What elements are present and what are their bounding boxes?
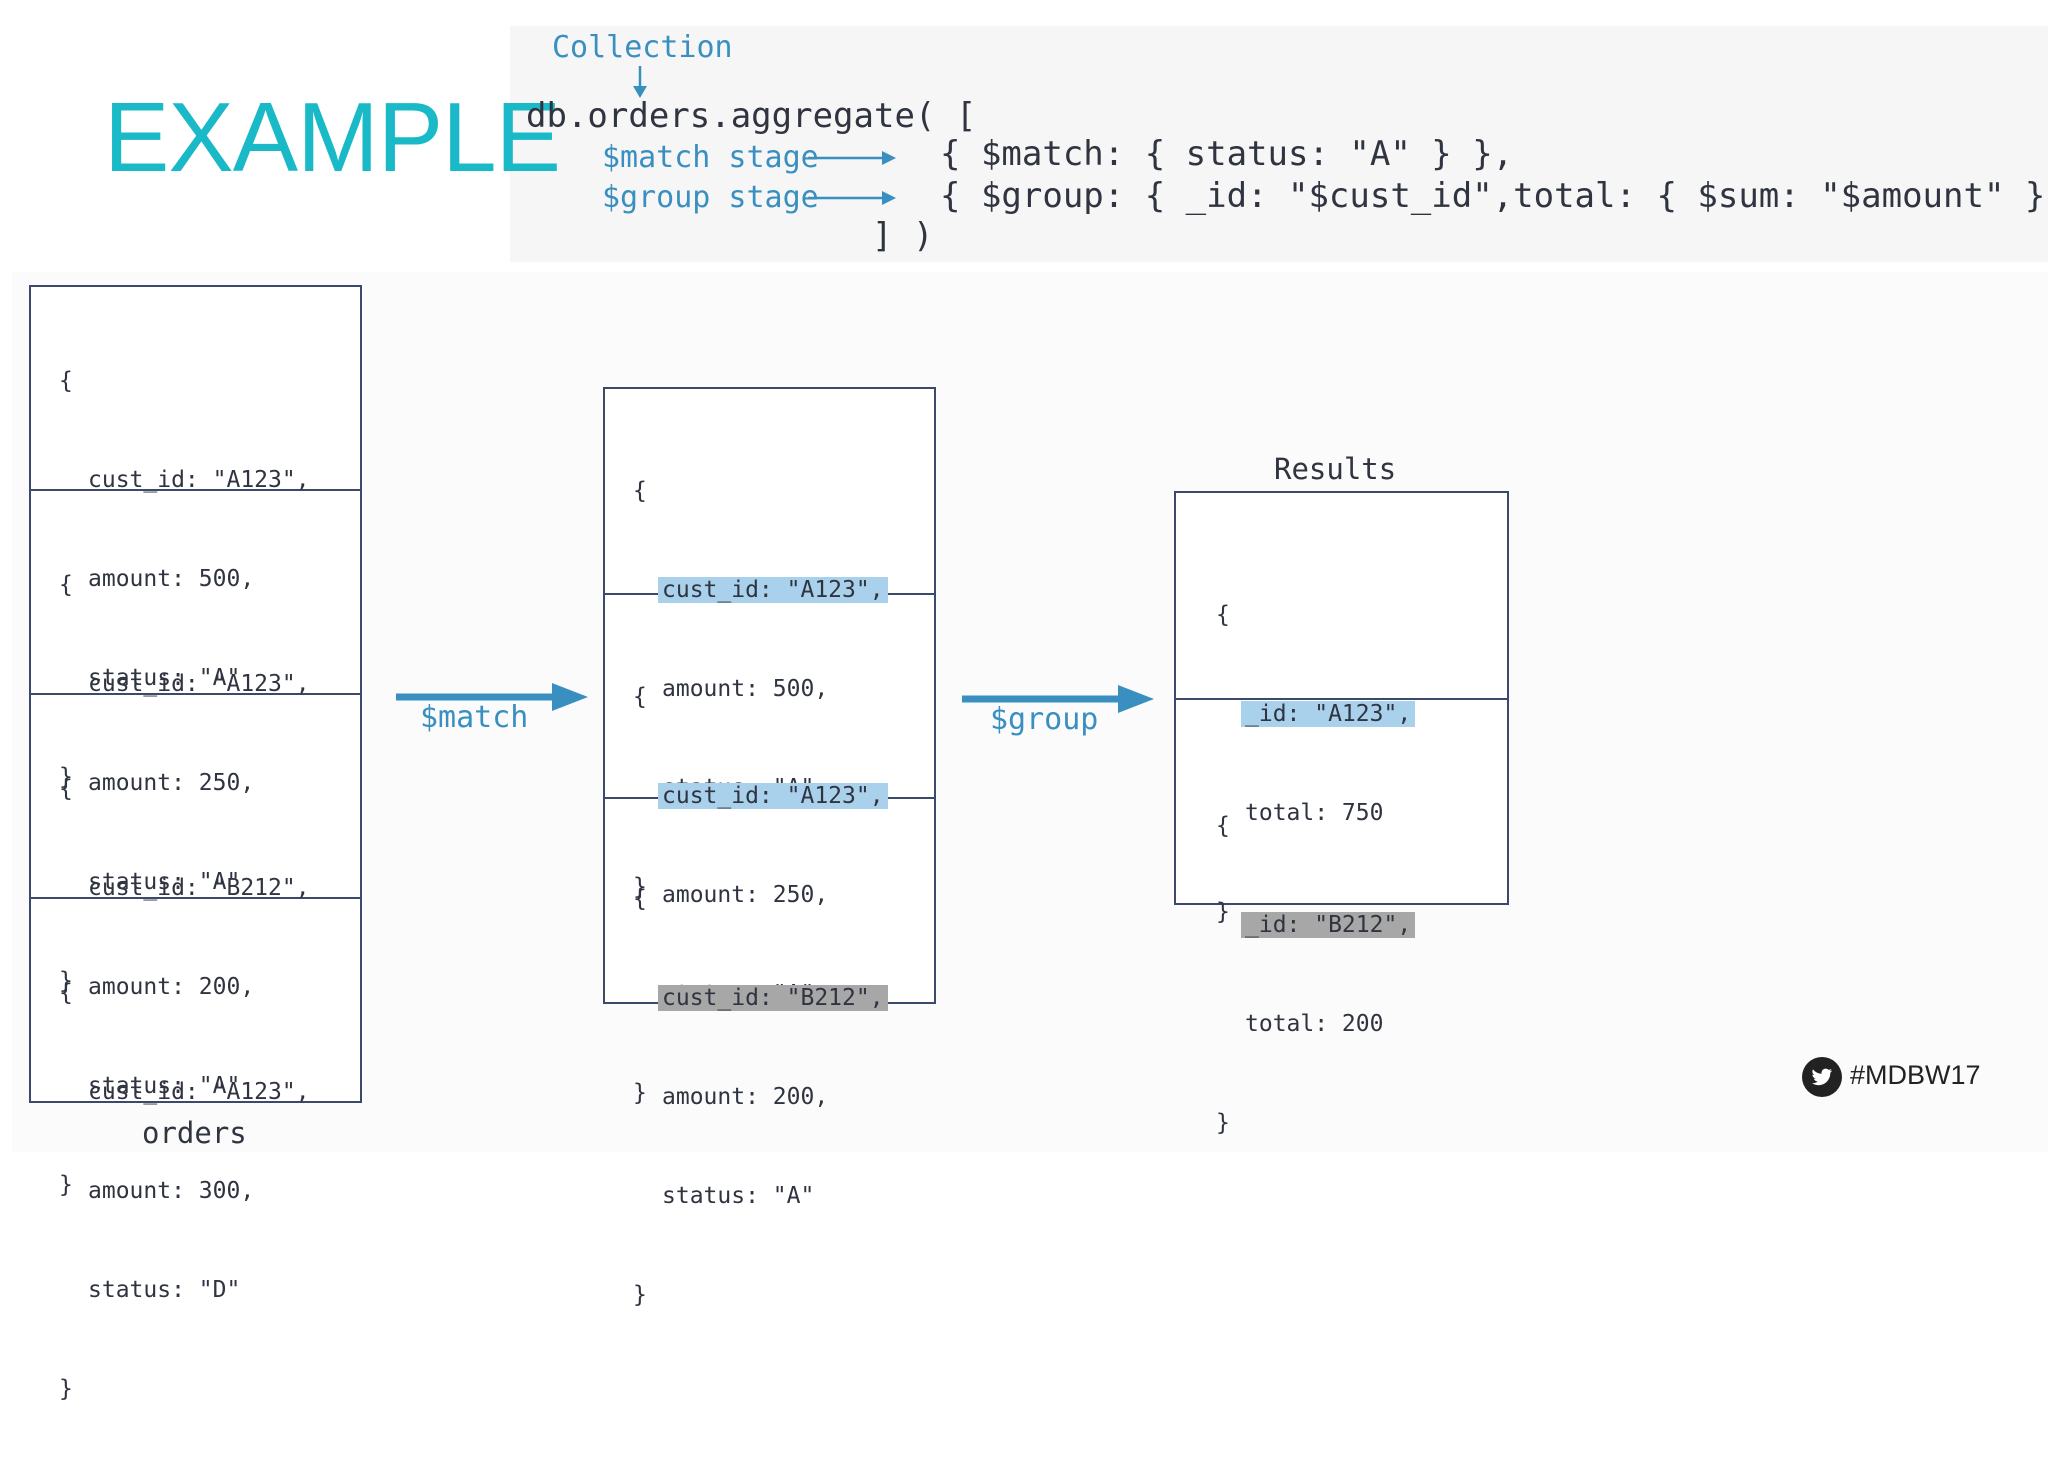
doc-total: total: 200 xyxy=(1245,1011,1384,1037)
matched-doc-1: { cust_id: "A123", amount: 500, status: … xyxy=(605,389,934,900)
highlighted-cust-id: cust_id: "B212", xyxy=(658,985,888,1011)
match-expression: { $match: { status: "A" } }, xyxy=(940,134,1514,174)
orders-doc-4: { cust_id: "A123", amount: 300, status: … xyxy=(59,980,310,1402)
match-arrow xyxy=(396,683,588,711)
result-doc-2: { _id: "B212", total: 200 } xyxy=(1176,700,1507,1136)
doc-cust-id: cust_id: "A123", xyxy=(88,671,310,697)
code-line-aggregate: db.orders.aggregate( [ xyxy=(526,96,977,136)
doc-amount: amount: 250, xyxy=(88,770,255,796)
hashtag-label: #MDBW17 xyxy=(1850,1060,1981,1090)
code-line-closing: ] ) xyxy=(872,216,934,256)
orders-label: orders xyxy=(142,1116,247,1150)
group-expression: { $group: { _id: "$cust_id",total: { $su… xyxy=(940,176,2048,216)
orders-collection-box: { cust_id: "A123", amount: 500, status: … xyxy=(29,285,362,1402)
highlighted-id: _id: "A123", xyxy=(1241,701,1416,727)
doc-total: total: 750 xyxy=(1245,800,1384,826)
match-arrow-label: $match xyxy=(420,700,529,735)
match-stage-arrow xyxy=(808,151,896,165)
code-panel xyxy=(510,26,2048,262)
highlighted-cust-id: cust_id: "A123", xyxy=(658,783,888,809)
results-label: Results xyxy=(1274,452,1397,486)
highlighted-id: _id: "B212", xyxy=(1241,912,1416,938)
matched-documents-box: { cust_id: "A123", amount: 500, status: … xyxy=(603,387,936,1308)
doc-cust-id: cust_id: "A123", xyxy=(88,467,310,493)
doc-amount: amount: 200, xyxy=(662,1084,829,1110)
match-stage-label: $match stage xyxy=(602,140,819,175)
doc-cust-id: cust_id: "A123", xyxy=(88,1079,310,1105)
result-doc-1: { _id: "A123", total: 750 } xyxy=(1176,493,1507,925)
doc-status: status: "A" xyxy=(88,1073,241,1099)
orders-doc-2: { cust_id: "A123", amount: 250, status: … xyxy=(31,491,360,994)
matched-doc-3: { cust_id: "B212", amount: 200, status: … xyxy=(605,799,934,1308)
collection-arrow xyxy=(633,66,647,98)
doc-amount: amount: 300, xyxy=(88,1178,255,1204)
doc-amount: amount: 500, xyxy=(88,566,255,592)
orders-doc-3: { cust_id: "B212", amount: 200, status: … xyxy=(31,695,360,1198)
matched-doc-2: { cust_id: "A123", amount: 250, status: … xyxy=(605,595,934,1106)
orders-doc-1: { cust_id: "A123", amount: 500, status: … xyxy=(31,287,360,790)
doc-amount: amount: 250, xyxy=(662,882,829,908)
doc-status: status: "A" xyxy=(88,869,241,895)
twitter-bird-icon xyxy=(1802,1057,1842,1097)
doc-status: status: "A" xyxy=(662,1183,815,1209)
doc-cust-id: cust_id: "B212", xyxy=(88,875,310,901)
doc-amount: amount: 500, xyxy=(662,676,829,702)
highlighted-cust-id: cust_id: "A123", xyxy=(658,577,888,603)
group-arrow xyxy=(962,685,1154,713)
results-box: { _id: "A123", total: 750 } { _id: "B212… xyxy=(1174,491,1509,1136)
doc-status: status: "A" xyxy=(88,665,241,691)
group-arrow-label: $group xyxy=(990,702,1099,737)
doc-status: status: "D" xyxy=(88,1277,241,1303)
doc-amount: amount: 200, xyxy=(88,974,255,1000)
collection-label: Collection xyxy=(552,30,733,65)
page-title: EXAMPLE xyxy=(104,82,561,192)
group-stage-label: $group stage xyxy=(602,180,819,215)
group-stage-arrow xyxy=(808,191,896,205)
